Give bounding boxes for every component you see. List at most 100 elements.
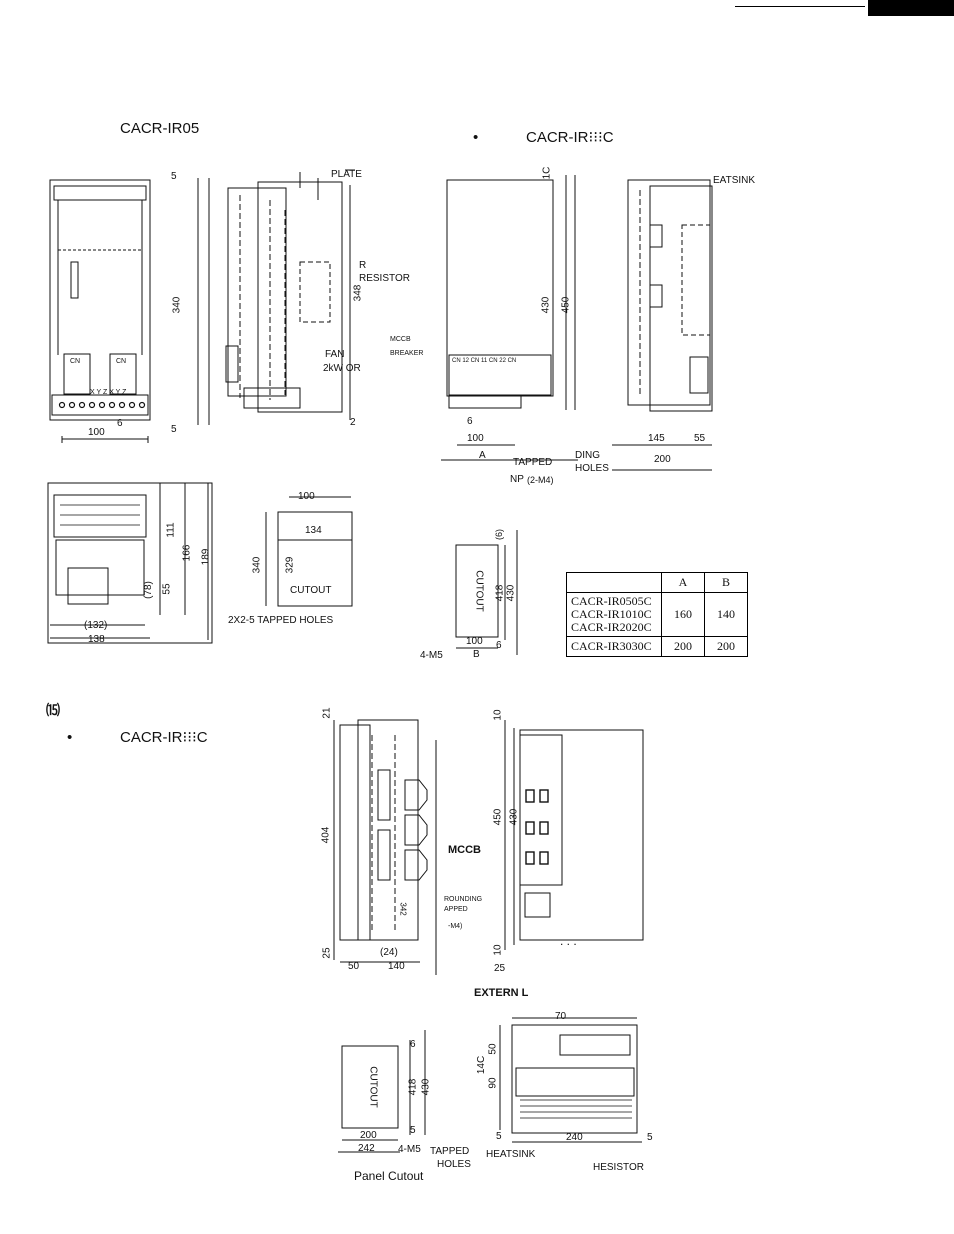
fig3-dim-240: 240 [566,1132,583,1143]
label-mccb: MCCB [390,336,411,343]
dim-430: 430 [540,296,552,314]
cutout1-dim-340: 340 [251,556,263,574]
title-cacr-ir-c-lower: CACR-IR⁝⁝⁝C [120,729,208,746]
fig3-cutout-dim-418: 418 [407,1078,419,1096]
cutout1-tapped-holes: 2X2-5 TAPPED HOLES [228,615,334,626]
cutout2-label: CUTOUT [473,570,485,612]
fig3-dim-5-left: 5 [496,1131,502,1142]
fig3-cutout-dim-6: 6 [410,1039,416,1050]
fig3-cutout-dim-242: 242 [358,1143,375,1154]
fig3-dim-430: 430 [508,808,520,826]
fig3-cutout-4-m5: 4-M5 [398,1144,421,1155]
fig3-cutout-dim-200: 200 [360,1130,377,1141]
dim-166: 166 [181,544,193,562]
cutout1-dim-134: 134 [305,525,322,536]
table-cell-b: 200 [704,636,748,657]
label-terminals: X Y Z X Y Z [90,389,127,396]
dim-100: 100 [88,427,105,438]
label-cn-left: CN [70,358,81,365]
fig3-cutout-tapped: TAPPED [430,1146,470,1157]
dim-100-fig2: 100 [467,433,484,444]
label-tapped: TAPPED [513,457,553,468]
label-np: NP [510,474,524,485]
fig3-label-heatsink: HEATSINK [486,1149,536,1160]
dim-6-fig2: 6 [467,416,473,427]
fig3-label-tapped: APPED [444,906,468,913]
cutout2-dim-b: B [473,649,480,660]
table-header-b: B [704,572,748,593]
fig3-dim-70: 70 [555,1011,567,1022]
fig3-cutout-label: CUTOUT [367,1066,379,1108]
fig3-dim-50: 50 [348,961,360,972]
label-2-m4: (2-M4) [527,475,554,485]
cutout2-dim-6: 6 [496,640,502,651]
fig3-dim-5-right: 5 [647,1132,653,1143]
dim-10-top: 1C [541,166,553,180]
table-model-name: CACR-IR3030C [566,636,662,657]
cutout2-dim-100: 100 [466,636,483,647]
fig3-label-m4: -M4) [448,923,463,930]
dim-132: (132) [84,620,108,631]
fig3-dim-10-top: 10 [492,709,504,721]
label-cn-row: CN 12 CN 11 CN 22 CN [452,358,517,364]
table-row: CACR-IR3030C 200 200 [566,636,748,657]
table-cell-a: 200 [661,636,705,657]
table-header-model [566,572,662,593]
fig3-panel-cutout-caption: Panel Cutout [354,1169,424,1183]
cutout2-4-m5: 4-M5 [420,650,443,661]
cutout1-dim-100: 100 [298,491,315,502]
dim-200: 200 [654,454,671,465]
fig3-cutout-holes: HOLES [437,1159,471,1170]
label-plate: PLATE [331,169,362,180]
cutout1-label: CUTOUT [290,585,332,596]
fig3-cutout-dim-430: 430 [420,1078,432,1096]
cutout2-dim-418: 418 [494,584,506,602]
fig3-dim-21: 21 [321,707,333,719]
table-cell-models: CACR-IR0505C CACR-IR1010C CACR-IR2020C [566,592,662,637]
cutout2-dim-6-top: (6) [494,529,504,540]
title-cacr-ir05: CACR-IR05 [120,120,200,137]
fig3-dim-25: 25 [321,947,333,959]
fig3-label-external: EXTERN L [474,987,529,999]
cutout2-dim-430: 430 [505,584,517,602]
fig3-dim-140b: 14C [476,1055,488,1075]
fig3-dim-140: 140 [388,961,405,972]
bullet-lower: • [67,729,73,746]
label-cn-right: CN [116,358,127,365]
label-resistor: RESISTOR [359,273,410,284]
table-cell-a: 160 [661,592,705,637]
bullet-right: • [473,129,479,146]
fig3-label-mccb: MCCB [448,844,481,856]
label-ding: DING [575,450,600,461]
dim-a: A [479,450,486,461]
dim-189: 189 [200,548,212,566]
dim-78: (78) [142,581,154,599]
dim-138: 138 [88,634,105,645]
fig3-dim-342: 342 [398,902,408,916]
label-heatsink-top: EATSINK [713,175,756,186]
dim-450: 450 [560,296,572,314]
dim-348: 348 [352,284,364,302]
label-holes: HOLES [575,463,609,474]
table-cell-b: 140 [704,592,748,637]
label-2kw: 2kW OR [323,363,361,374]
fig3-cutout-dim-5: 5 [410,1125,416,1136]
dim-2: 2 [350,417,356,428]
header-black-tab [868,0,954,16]
cutout1-dim-329: 329 [284,556,296,574]
table-header-row: A B [566,572,748,593]
label-fan: FAN [325,349,345,360]
dim-55-fig2: 55 [694,433,706,444]
fig3-dim-50b: 50 [487,1043,499,1055]
label-breaker: BREAKER [390,350,424,357]
fig3-dim-25b: 25 [494,963,506,974]
section-number: ⒂ [46,704,60,719]
title-cacr-ir-c: CACR-IR⁝⁝⁝C [526,129,614,146]
table-header-a: A [661,572,705,593]
table-model-name: CACR-IR2020C [571,620,652,634]
header-rule [735,6,865,7]
fig3-dim-404: 404 [320,826,332,844]
fig3-dim-90: 90 [487,1077,499,1089]
table-model-name: CACR-IR1010C [571,607,652,621]
